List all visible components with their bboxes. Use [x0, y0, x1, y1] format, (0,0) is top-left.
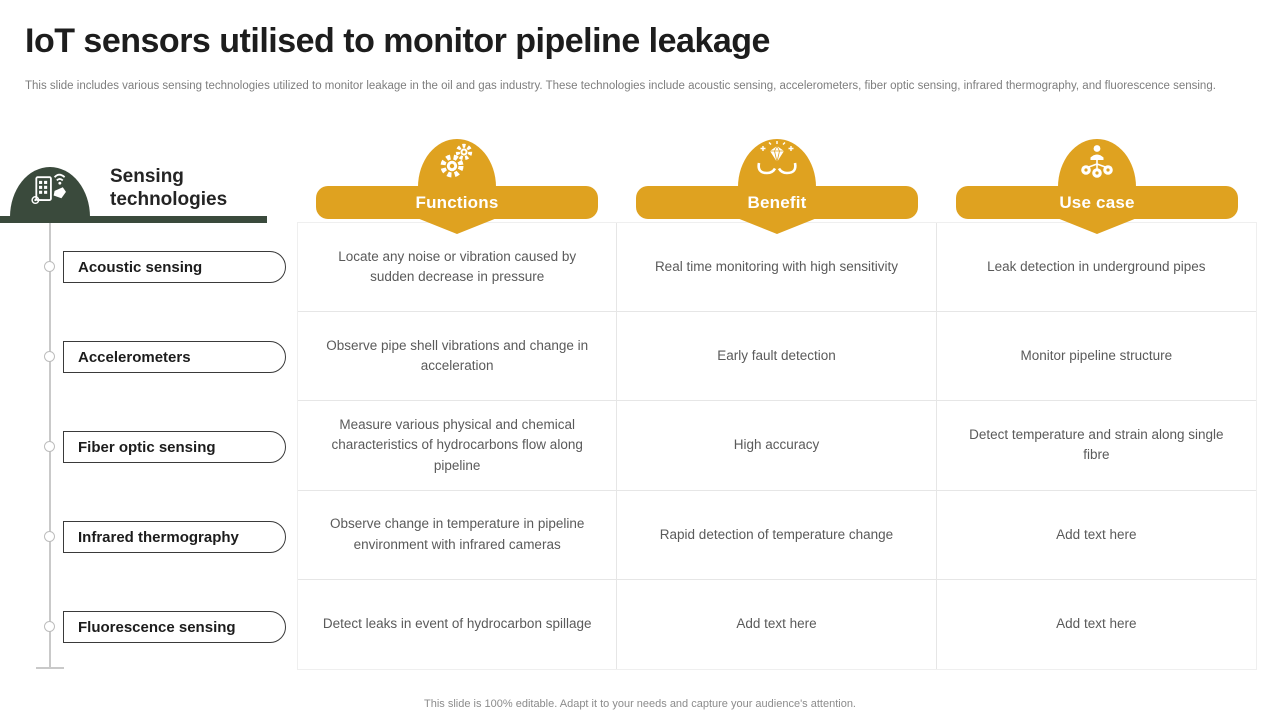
cell-functions-accelerometers: Observe pipe shell vibrations and change… [298, 312, 618, 402]
gears-icon [436, 141, 478, 186]
technology-pill-accelerometers: Accelerometers [63, 341, 286, 373]
cell-use-case-fluorescence: Add text here [1056, 616, 1137, 632]
technology-pill-acoustic: Acoustic sensing [63, 251, 286, 283]
timeline-end-cap [36, 667, 64, 669]
technology-pill-fluorescence: Fluorescence sensing [63, 611, 286, 643]
technology-pill-infrared: Infrared thermography [63, 521, 286, 553]
functions-header-badge [418, 139, 496, 187]
slide-description: This slide includes various sensing tech… [25, 80, 1216, 92]
column-header-functions: Functions [316, 186, 598, 219]
technology-pill-fiber-optic: Fiber optic sensing [63, 431, 286, 463]
cell-functions-acoustic: Locate any noise or vibration caused by … [298, 223, 618, 313]
cell-benefit-fluorescence: Add text here [617, 579, 937, 669]
use-case-header-badge [1058, 139, 1136, 187]
sensor-comparison-table: Locate any noise or vibration caused by … [297, 222, 1257, 670]
editable-note: This slide is 100% editable. Adapt it to… [424, 698, 856, 710]
timeline-node [44, 621, 55, 632]
cell-use-case-accelerometers: Monitor pipeline structure [936, 312, 1256, 402]
org-chart-icon [1074, 141, 1120, 186]
cell-benefit-infrared: Rapid detection of temperature change [617, 490, 937, 580]
cell-functions-fiber-optic: Measure various physical and chemical ch… [298, 401, 618, 491]
smart-sensor-icon [24, 169, 76, 216]
cell-use-case-acoustic: Leak detection in underground pipes [936, 223, 1256, 313]
timeline-node [44, 261, 55, 272]
timeline-node [44, 441, 55, 452]
panel-underline [0, 216, 267, 223]
cell-use-case-infrared: Add text here [936, 491, 1256, 580]
cell-benefit-accelerometers: Early fault detection [617, 312, 937, 402]
column-header-benefit: Benefit [636, 186, 918, 219]
hands-diamond-icon [754, 140, 800, 186]
timeline-node [44, 531, 55, 542]
page-title: IoT sensors utilised to monitor pipeline… [25, 22, 770, 60]
cell-benefit-acoustic: Real time monitoring with high sensitivi… [617, 223, 937, 313]
sensing-technologies-badge [10, 167, 90, 217]
cell-functions-fluorescence: Detect leaks in event of hydrocarbon spi… [298, 579, 618, 669]
cell-functions-infrared: Observe change in temperature in pipelin… [298, 490, 618, 580]
cell-benefit-fiber-optic: High accuracy [617, 401, 937, 491]
panel-heading: Sensing technologies [110, 166, 228, 211]
column-header-use-case: Use case [956, 186, 1238, 219]
cell-use-case-fiber-optic: Detect temperature and strain along sing… [936, 401, 1256, 491]
benefit-header-badge [738, 139, 816, 187]
timeline-node [44, 351, 55, 362]
